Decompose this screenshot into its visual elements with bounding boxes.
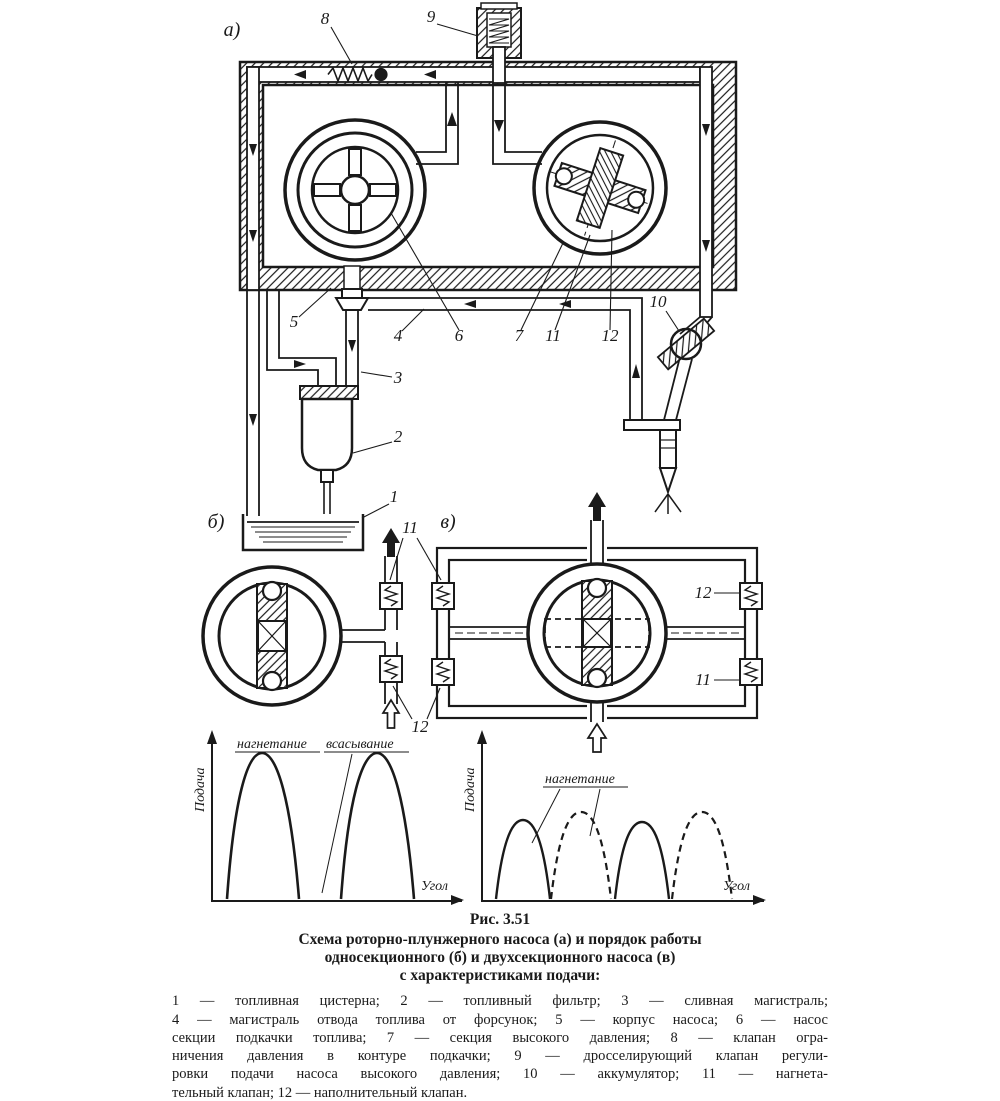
callout-5: 5 [290,312,299,331]
lobe-2 [339,751,416,900]
pump-b-pipes [339,556,398,704]
legend-line: 1 — топливная цистерна; 2 — топливный фи… [172,993,828,1010]
throttle-valve-9 [476,2,522,84]
pump-v-pipes [449,520,745,722]
section1-lobe-2 [613,820,671,900]
high-pressure-section-7 [532,120,668,256]
callout-12a: 12 [602,326,620,345]
delivery-valve-11-v-right [739,658,763,686]
drain-line-3 [334,288,370,386]
injector [623,419,682,514]
figure-caption: Рис. 3.51 Схема роторно-плунжерного насо… [0,911,1000,1101]
legend-line: ничения давления в контуре подкачки; 9 —… [172,1048,828,1065]
callouts-a: 8 9 5 4 6 7 11 12 10 3 2 1 [290,7,680,519]
callouts-bv: 11 12 12 11 [389,518,739,736]
callout-11a: 11 [545,326,561,345]
diagram-svg: а) [193,2,766,905]
part-a: а) [224,2,738,552]
suction-arrow-v [586,722,608,753]
chart-right-xlabel: Угол [723,879,750,894]
legend-line: секции подкачки топлива; 7 — секция высо… [172,1029,828,1046]
delivery-valve-11-v-left [431,658,455,686]
two-section-frame [435,546,759,721]
supply-pump-6 [283,118,427,262]
chart-left-xlabel: Угол [421,879,448,894]
caption-title-line-2: односекционного (б) и двухсекционного на… [324,949,676,967]
chart-left-discharge-label: нагнетание [237,737,307,752]
callout-7: 7 [515,326,525,345]
callout-6: 6 [455,326,464,345]
filling-valve-12-v-left [431,582,455,610]
part-v: в) [389,492,763,753]
callout-8: 8 [321,9,330,28]
chart-left-ylabel: Подача [193,767,208,813]
part-v-label: в) [440,511,456,533]
caption-title-line-3: с характеристиками подачи: [399,967,601,985]
part-a-label: а) [224,19,241,41]
legend-line: ровки подачи насоса высокого давления; 1… [172,1066,828,1083]
part-b: б) [201,511,403,729]
legend-line: тельный клапан; 12 — наполнительный клап… [172,1084,468,1101]
discharge-arrow-b [382,528,400,557]
section2-lobe-1 [549,810,613,900]
left-drop-pipes [246,290,337,516]
legend-line: 4 — магистраль отвода топлива от форсуно… [172,1011,828,1028]
callout-3: 3 [393,368,403,387]
chart-right-discharge-label: нагнетание [545,772,615,787]
chart-right-ylabel: Подача [463,767,478,813]
fuel-filter-2 [299,385,359,514]
callout-11-right: 11 [695,670,711,689]
figure-legend: 1 — топливная цистерна; 2 — топливный фи… [172,992,828,1101]
accumulator-10 [656,316,716,421]
part-b-label: б) [208,511,225,533]
callout-2: 2 [394,427,403,446]
filling-valve-12-b [379,655,403,683]
chart-right: Подача нагнетание Угол [463,730,766,905]
caption-title-line-1: Схема роторно-плунжерного насоса (а) и п… [298,931,702,948]
return-line-4 [368,297,643,420]
filling-valve-12-v-right [739,582,763,610]
discharge-arrow-v [588,492,606,521]
two-section-pump [526,562,668,704]
pressure-limit-valve-8 [327,65,388,84]
section1-lobe-1 [494,818,552,900]
single-section-pump [201,565,343,707]
callout-9: 9 [427,7,436,26]
lobe-1 [225,751,301,900]
callout-1: 1 [390,487,399,506]
fuel-tank-1 [241,514,365,552]
callout-10: 10 [650,292,668,311]
callout-12-bottom: 12 [412,717,430,736]
delivery-valve-11-b [379,582,403,610]
callout-11-top: 11 [402,518,418,537]
callout-12-right: 12 [695,583,713,602]
callout-4: 4 [394,326,403,345]
chart-left: Подача нагнетание всасывание Угол [193,730,464,905]
figure-number: Рис. 3.51 [469,911,531,928]
suction-arrow-b [381,698,401,729]
section2-lobe-2 [670,810,734,900]
internal-pipes [416,82,542,165]
chart-left-suction-label: всасывание [326,737,394,752]
